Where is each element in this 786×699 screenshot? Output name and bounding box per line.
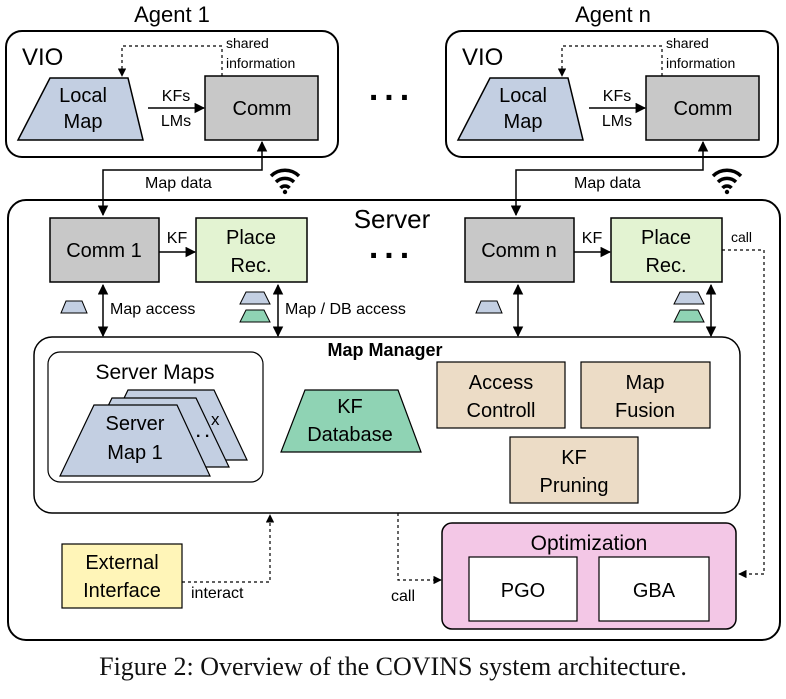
map-access-icon bbox=[60, 300, 88, 314]
agent-n-comm bbox=[645, 75, 760, 141]
agent-1-shared-arrow bbox=[117, 45, 223, 77]
agent-n-local-map-line2: Map bbox=[504, 111, 543, 133]
agent-n-lms-label: LMs bbox=[602, 113, 632, 130]
agent-n-kfs-label: KFs bbox=[603, 88, 631, 105]
kf-database-line2: Database bbox=[307, 424, 393, 446]
map-db-access-db-icon bbox=[239, 309, 271, 323]
manager-call-label: call bbox=[391, 588, 415, 605]
map-db-access-map-icon bbox=[673, 291, 705, 305]
agent-1-comm-label: Comm bbox=[233, 98, 292, 120]
place-rec-1 bbox=[195, 217, 308, 283]
place-rec-1-line2: Rec. bbox=[230, 255, 271, 277]
agent-1-kfs-label: KFs bbox=[162, 88, 190, 105]
agent-n-local-map-line1: Local bbox=[499, 85, 547, 107]
agent-1-shared-line1: shared bbox=[226, 35, 269, 51]
agent-1-map-data-label: Map data bbox=[145, 175, 212, 192]
server-ellipsis: ... bbox=[369, 228, 415, 266]
interact-arrow bbox=[182, 514, 275, 583]
server-map-1-line1: Server bbox=[106, 413, 165, 435]
agent-n-comm-label: Comm bbox=[674, 98, 733, 120]
architecture-diagram: Agent 1 VIO Local Map Comm KFs LMs share… bbox=[5, 2, 781, 641]
agent-1-local-map-line1: Local bbox=[59, 85, 107, 107]
server-comm-1-label: Comm 1 bbox=[66, 240, 142, 262]
agent-1-local-map bbox=[16, 77, 144, 141]
kf-database bbox=[280, 389, 422, 453]
pgo-label: PGO bbox=[501, 580, 545, 602]
agent-n-shared-arrow bbox=[557, 45, 663, 77]
kf-pruning-line1: KF bbox=[561, 447, 587, 469]
kf-pruning-box bbox=[509, 436, 639, 504]
map-db-access-label: Map / DB access bbox=[285, 301, 406, 318]
map-fusion-box bbox=[580, 361, 711, 429]
server-comm-n bbox=[464, 217, 575, 283]
server-title: Server bbox=[354, 204, 431, 234]
map-access-label: Map access bbox=[110, 301, 195, 318]
server-map-1 bbox=[59, 404, 211, 477]
agent-1-lms-label: LMs bbox=[161, 113, 191, 130]
agent-1-vio-label: VIO bbox=[22, 44, 63, 71]
map-access-icon bbox=[475, 300, 503, 314]
server-comm-n-label: Comm n bbox=[481, 240, 557, 262]
comm-1-kf-label: KF bbox=[167, 230, 188, 247]
gba-box bbox=[598, 556, 710, 622]
agent-n-shared-line1: shared bbox=[666, 35, 709, 51]
place-rec-n-line2: Rec. bbox=[645, 255, 686, 277]
access-controll-line1: Access bbox=[469, 372, 533, 394]
place-rec-n bbox=[610, 217, 723, 283]
external-interface-line1: External bbox=[85, 552, 158, 574]
server-maps-title: Server Maps bbox=[95, 361, 214, 384]
wifi-icon bbox=[269, 168, 301, 195]
kf-database-line1: KF bbox=[337, 396, 363, 418]
gba-label: GBA bbox=[633, 580, 676, 602]
server-map-x: x bbox=[211, 410, 220, 429]
agent-n-map-data-label: Map data bbox=[574, 175, 641, 192]
server-box bbox=[7, 199, 781, 641]
external-interface-box bbox=[61, 543, 183, 609]
access-controll-box bbox=[436, 361, 566, 429]
figure-caption: Figure 2: Overview of the COVINS system … bbox=[99, 652, 687, 681]
agent-n-shared-line2: information bbox=[666, 55, 735, 71]
agent-1-title: Agent 1 bbox=[134, 2, 210, 27]
map-db-access-db-icon bbox=[673, 309, 705, 323]
manager-call-arrow bbox=[397, 513, 442, 585]
agent-n-map-data-link bbox=[510, 140, 709, 217]
server-comm-1 bbox=[49, 217, 160, 283]
agent-1-shared-line2: information bbox=[226, 55, 295, 71]
agent-1-map-data-link bbox=[97, 140, 268, 217]
optimization-title: Optimization bbox=[531, 532, 648, 555]
place-rec-1-line1: Place bbox=[226, 227, 276, 249]
pgo-box bbox=[468, 556, 578, 622]
map-manager-title: Map Manager bbox=[327, 340, 442, 360]
place-rec-call-label: call bbox=[731, 229, 752, 245]
server-map-1-line2: Map 1 bbox=[107, 442, 163, 464]
map-fusion-line1: Map bbox=[626, 372, 665, 394]
agent-n-title: Agent n bbox=[575, 2, 651, 27]
server-map-dots: . . bbox=[196, 424, 209, 441]
agents-ellipsis: ... bbox=[369, 70, 415, 108]
agent-n-local-map bbox=[456, 77, 584, 141]
kf-pruning-line2: Pruning bbox=[540, 475, 609, 497]
map-db-access-map-icon bbox=[239, 291, 271, 305]
external-interface-line2: Interface bbox=[83, 580, 161, 602]
interact-label: interact bbox=[191, 585, 244, 602]
agent-n-vio-label: VIO bbox=[462, 44, 503, 71]
comm-n-kf-label: KF bbox=[582, 230, 603, 247]
map-fusion-line2: Fusion bbox=[615, 400, 675, 422]
wifi-icon bbox=[711, 168, 743, 195]
agent-1-comm bbox=[204, 75, 319, 141]
access-controll-line2: Controll bbox=[467, 400, 536, 422]
agent-1-local-map-line2: Map bbox=[64, 111, 103, 133]
place-rec-n-line1: Place bbox=[641, 227, 691, 249]
place-rec-call-arrow bbox=[722, 249, 765, 579]
